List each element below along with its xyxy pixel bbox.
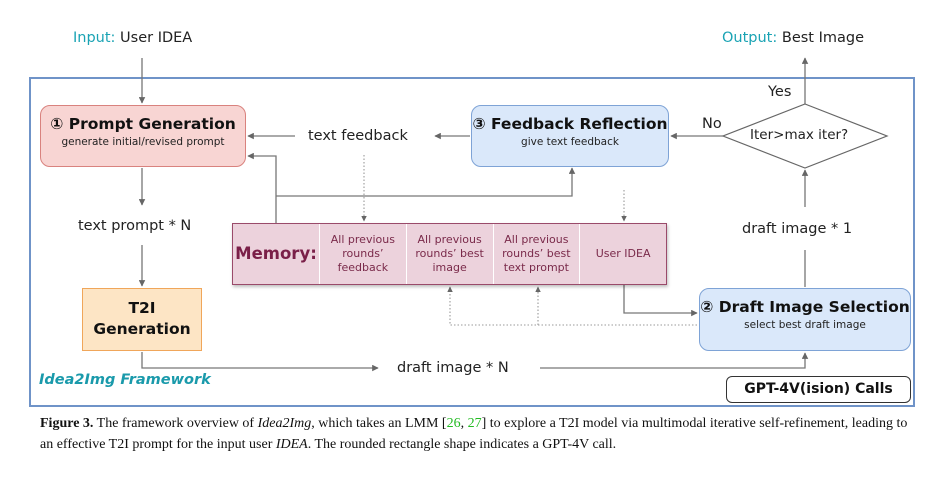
caption-label: Figure 3.	[40, 416, 94, 431]
step-1-icon: ①	[50, 115, 64, 133]
memory-cell-feedback: All previous rounds’ feedback	[319, 224, 406, 284]
t2i-line1: T2I	[128, 299, 156, 317]
step-2-icon: ②	[700, 298, 714, 316]
prompt-generation-subtitle: generate initial/revised prompt	[61, 136, 225, 148]
citation-link[interactable]: 26	[446, 416, 461, 431]
memory-cell-line: All previous	[504, 233, 569, 246]
memory-label: Memory:	[235, 244, 317, 263]
draft-image-n-label: draft image * N	[397, 360, 509, 376]
draft-image-1-label: draft image * 1	[742, 221, 853, 237]
text-feedback-label: text feedback	[308, 128, 408, 144]
memory-cell-line: feedback	[337, 261, 389, 274]
input-prefix: Input:	[73, 30, 116, 46]
gpt4v-legend-box: GPT-4V(ision) Calls	[726, 376, 911, 403]
feedback-reflection-title: Feedback Reflection	[490, 115, 668, 133]
memory-cell-best-image: All previous rounds’ best image	[405, 224, 493, 284]
memory-cell-line: rounds’	[342, 247, 384, 260]
caption-text: ] to explore a T2I model via multimodal …	[40, 416, 908, 452]
caption-text: The framework overview of	[93, 416, 258, 431]
memory-cell-line: text prompt	[503, 261, 569, 274]
edge-memory-to-prompt	[247, 152, 277, 223]
caption-italic: IDEA	[275, 437, 308, 452]
input-text: User IDEA	[120, 30, 193, 46]
memory-cell-line: All previous	[417, 233, 482, 246]
edge-t2i-to-draftn	[141, 352, 379, 372]
output-text: Best Image	[781, 30, 865, 46]
framework-label: Idea2Img Framework	[39, 372, 211, 388]
draft-image-selection-title: Draft Image Selection	[718, 298, 910, 316]
edge-draftn-to-selection	[540, 352, 809, 369]
draft-image-selection-subtitle: select best draft image	[744, 319, 866, 331]
dotted-selection-to-memory	[447, 286, 697, 326]
caption-text: ,	[460, 416, 468, 431]
memory-store: Memory: All previous rounds’ feedback Al…	[232, 223, 667, 285]
step-3-icon: ③	[472, 115, 486, 133]
input-label: Input: User IDEA	[73, 30, 192, 46]
caption-text: , which takes an LMM [	[311, 416, 447, 431]
prompt-generation-title: Prompt Generation	[68, 115, 236, 133]
memory-cell-user-idea: User IDEA	[579, 224, 666, 284]
memory-cell-line: image	[432, 261, 467, 274]
draft-image-selection-node: ② Draft Image Selection select best draf…	[699, 288, 911, 351]
feedback-reflection-subtitle: give text feedback	[521, 136, 619, 148]
memory-cell-line: User IDEA	[595, 247, 651, 260]
feedback-reflection-node: ③ Feedback Reflection give text feedback	[471, 105, 669, 167]
t2i-line2: Generation	[93, 320, 191, 338]
decision-diamond	[721, 103, 889, 169]
t2i-generation-node: T2I Generation	[82, 288, 202, 351]
framework-border	[29, 77, 915, 407]
figure-caption: Figure 3. The framework overview of Idea…	[40, 413, 920, 455]
output-label: Output: Best Image	[722, 30, 864, 46]
decision-no-label: No	[702, 116, 722, 132]
output-prefix: Output:	[722, 30, 778, 46]
edge-memory-to-selection	[623, 285, 698, 317]
prompt-generation-node: ① Prompt Generation generate initial/rev…	[40, 105, 246, 167]
memory-cell-best-prompt: All previous rounds’ best text prompt	[492, 224, 580, 284]
caption-italic: Idea2Img	[257, 416, 312, 431]
decision-text: Iter>max iter?	[750, 127, 849, 143]
memory-cell-line: rounds’ best	[415, 247, 484, 260]
memory-cell-line: All previous	[330, 233, 395, 246]
edge-memory-to-feedback	[276, 167, 576, 197]
caption-text: . The rounded rectangle shape indicates …	[307, 437, 617, 452]
decision-yes-label: Yes	[768, 84, 792, 100]
memory-cell-line: rounds’ best	[502, 247, 571, 260]
citation-link[interactable]: 27	[467, 416, 482, 431]
text-prompt-label: text prompt * N	[78, 218, 192, 234]
